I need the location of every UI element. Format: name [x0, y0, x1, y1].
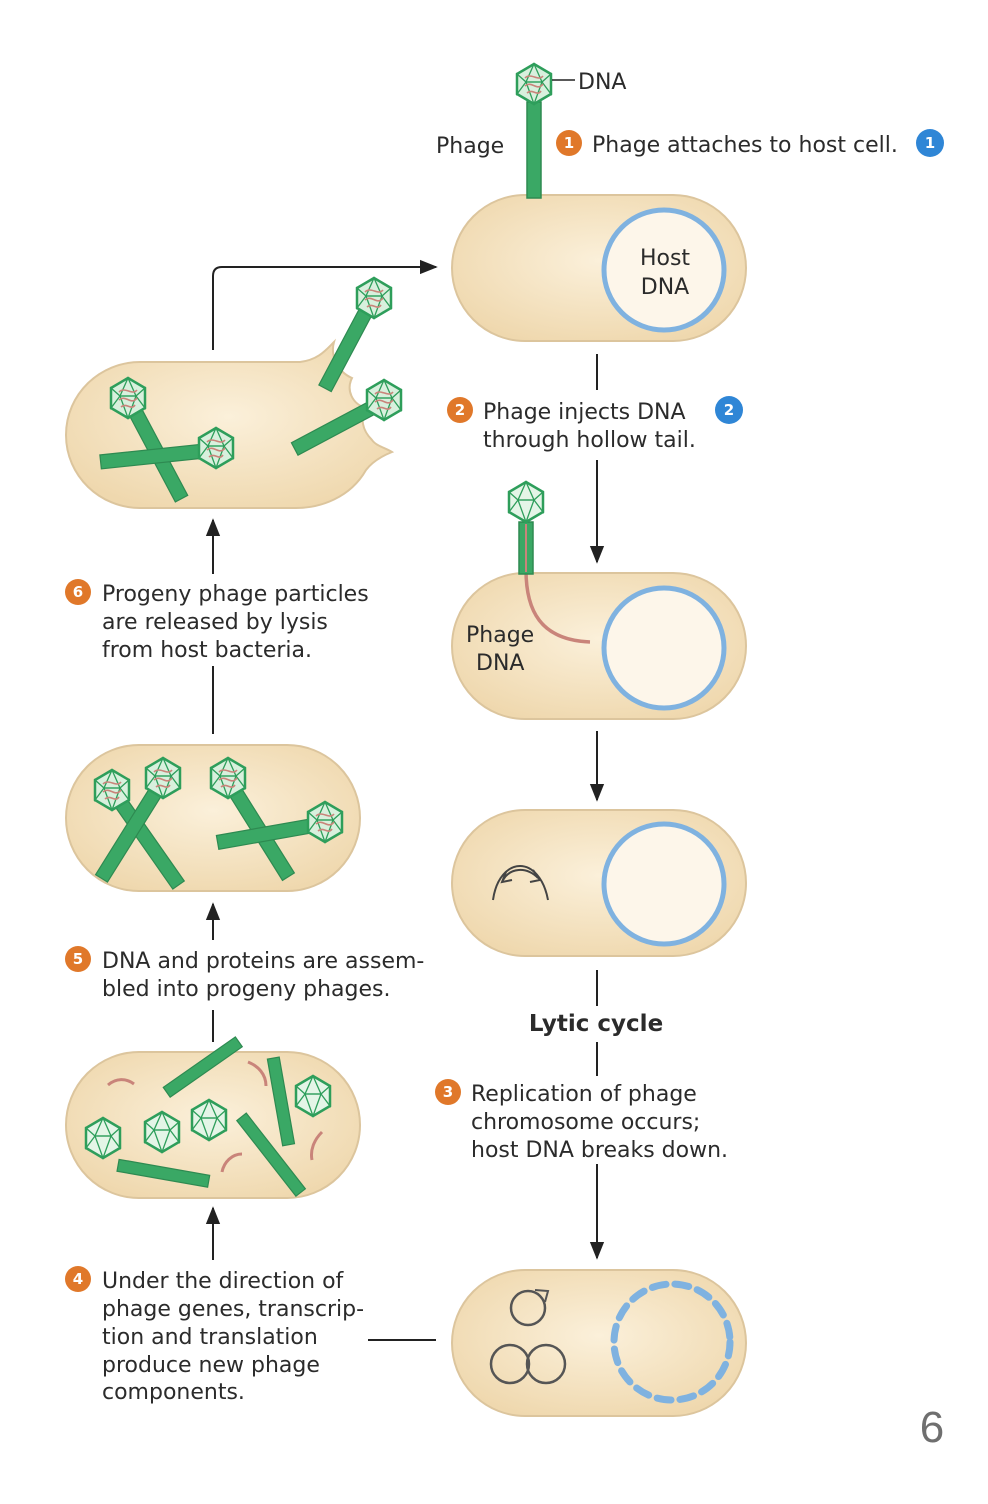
step-4-text-line1: Under the direction of [102, 1269, 345, 1294]
step-4-text-line4: produce new phage [102, 1353, 320, 1378]
phage-label: Phage [436, 134, 504, 159]
step-6-text-line3: from host bacteria. [102, 638, 312, 663]
host-cell-components [65, 1036, 361, 1199]
host-cell-lysis [64, 338, 395, 509]
svg-text:2: 2 [455, 401, 465, 419]
step-6-text-line1: Progeny phage particles [102, 582, 369, 607]
svg-text:3: 3 [443, 1083, 453, 1101]
svg-text:5: 5 [73, 950, 83, 968]
step-3-text-line3: host DNA breaks down. [471, 1138, 728, 1163]
step-2-text-line2: through hollow tail. [483, 428, 696, 453]
phage-dna-label-line2: DNA [476, 651, 524, 676]
step-3-badge: 3 [435, 1079, 461, 1105]
step-1-text: Phage attaches to host cell. [592, 133, 898, 158]
released-phages [290, 276, 403, 456]
step-4-text-line5: components. [102, 1380, 245, 1405]
side-badge-2: 2 [715, 396, 743, 424]
host-cell-replication-start [451, 809, 747, 957]
host-cell-attachment: Host DNA [451, 194, 747, 342]
step-5-badge: 5 [65, 946, 91, 972]
host-dna-label-line1: Host [640, 246, 690, 271]
dna-label: DNA [578, 70, 626, 95]
page-number: 6 [920, 1403, 944, 1452]
svg-text:4: 4 [73, 1270, 83, 1288]
phage-dna-label-line1: Phage [466, 623, 534, 648]
svg-text:1: 1 [925, 134, 935, 152]
step-4-text-line3: tion and translation [102, 1325, 318, 1350]
step-4-badge: 4 [65, 1266, 91, 1292]
step-6-text-line2: are released by lysis [102, 610, 328, 635]
host-dna-label-line2: DNA [641, 275, 689, 300]
side-badge-1: 1 [916, 129, 944, 157]
injecting-phage [507, 480, 545, 575]
lytic-cycle-label: Lytic cycle [529, 1011, 663, 1037]
svg-text:1: 1 [564, 134, 574, 152]
step-2-text-line1: Phage injects DNA [483, 400, 686, 425]
svg-text:6: 6 [73, 583, 83, 601]
step-6-badge: 6 [65, 579, 91, 605]
step-5-text-line1: DNA and proteins are assem- [102, 949, 424, 974]
step-3-text-line2: chromosome occurs; [471, 1110, 700, 1135]
step-5-text-line2: bled into progeny phages. [102, 977, 391, 1002]
host-cell-dna-breakdown [451, 1269, 747, 1417]
step-1-badge: 1 [556, 130, 582, 156]
host-cell-injection: Phage DNA [451, 569, 747, 720]
step-3-text-line1: Replication of phage [471, 1082, 697, 1107]
svg-text:2: 2 [724, 401, 734, 419]
host-cell-assembled-phages [65, 744, 361, 892]
attaching-phage [515, 62, 575, 199]
step-4-text-line2: phage genes, transcrip- [102, 1297, 364, 1322]
step-2-badge: 2 [447, 397, 473, 423]
